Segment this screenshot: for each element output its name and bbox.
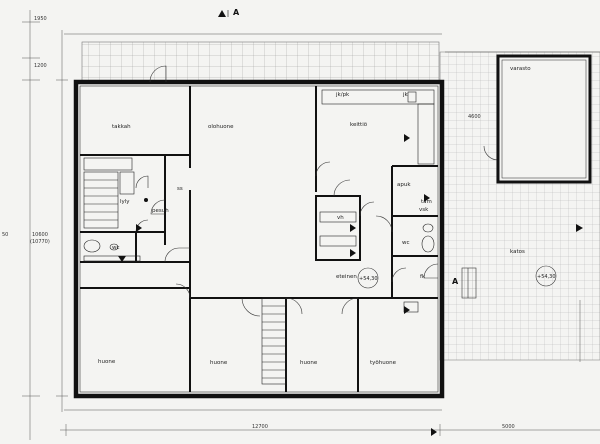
dim-left-main: 10600 xyxy=(32,232,48,238)
bench-wet xyxy=(83,255,141,262)
label-wc-left: wc xyxy=(112,245,120,251)
arrow-right-icon xyxy=(404,134,410,142)
label-jk: jk xyxy=(402,92,409,98)
label-pesuh: pesuh xyxy=(152,208,169,214)
floor-drain xyxy=(144,198,148,202)
label-varasto: varasto xyxy=(510,66,531,72)
dim-left-sub: (10770) xyxy=(30,239,50,245)
label-tam: tam xyxy=(421,199,432,205)
level-katos: +54,30 xyxy=(537,274,556,280)
arrow-right-icon xyxy=(350,224,356,232)
fixtures xyxy=(83,223,435,313)
label-wc-right: wc xyxy=(402,240,410,246)
doors xyxy=(135,65,499,317)
section-markers: A A xyxy=(233,8,459,286)
label-jk-pk: jk/pk xyxy=(335,92,350,98)
label-olohuone: olohuone xyxy=(208,124,234,130)
dimension-labels: 1950 1200 10600 (10770) 50 12700 5000 46… xyxy=(2,16,515,430)
label-fk: fk xyxy=(420,274,426,280)
dim-top-left-1: 1950 xyxy=(34,16,47,22)
room-labels: takkah olohuone keittiö pesuh ss lyly wc… xyxy=(98,66,531,366)
arrow-right-icon xyxy=(431,428,437,436)
dim-bottom-right: 5000 xyxy=(502,424,515,430)
sink-right xyxy=(422,223,434,233)
label-eteinen: eteinen xyxy=(336,274,357,280)
dim-top-left-2: 1200 xyxy=(34,63,47,69)
arrow-down-icon xyxy=(118,256,126,262)
level-markers xyxy=(144,198,557,289)
arrow-right-icon xyxy=(350,249,356,257)
arrow-right-icon xyxy=(136,224,142,232)
varasto-block xyxy=(496,54,592,184)
toilet-right xyxy=(421,235,435,253)
level-eteinen: +54,30 xyxy=(359,276,378,282)
sink-left xyxy=(109,243,119,251)
arrow-up-icon xyxy=(218,10,226,17)
terrace-top xyxy=(81,41,440,83)
level-marker-eteinen xyxy=(357,267,379,289)
sauna-benches xyxy=(83,157,135,229)
level-marker-katos xyxy=(535,265,557,287)
toilet-left xyxy=(83,239,101,253)
label-huone-1: huone xyxy=(98,359,116,365)
arrow-right-icon xyxy=(424,194,430,202)
stair xyxy=(261,297,287,385)
label-katos: katos xyxy=(510,249,525,255)
arrow-right-icon xyxy=(576,224,583,232)
label-huone-3: huone xyxy=(300,360,318,366)
label-keittio: keittiö xyxy=(350,122,368,128)
entrance xyxy=(461,267,477,299)
label-takkah: takkah xyxy=(112,124,131,130)
outer-walls xyxy=(73,79,445,399)
section-marker-right: A xyxy=(452,277,459,286)
label-lyly: lyly xyxy=(120,199,130,205)
level-labels: +54,30 +54,30 xyxy=(359,274,556,282)
section-marker-top: A xyxy=(233,8,240,17)
dimension-lines xyxy=(22,10,600,440)
label-ss: ss xyxy=(177,186,183,192)
dim-bottom-main: 12700 xyxy=(252,424,268,430)
label-vh: vh xyxy=(337,215,344,221)
dim-right-mid: 4600 xyxy=(468,114,481,120)
label-apuk: apuk xyxy=(397,182,411,188)
label-tyohuone: työhuone xyxy=(370,360,397,366)
label-huone-2: huone xyxy=(210,360,228,366)
label-vsk: vsk xyxy=(419,207,429,213)
arrow-right-icon xyxy=(404,306,410,314)
dim-left-edge: 50 xyxy=(2,232,8,238)
kitchen-counters xyxy=(319,89,435,247)
markers xyxy=(118,10,585,436)
